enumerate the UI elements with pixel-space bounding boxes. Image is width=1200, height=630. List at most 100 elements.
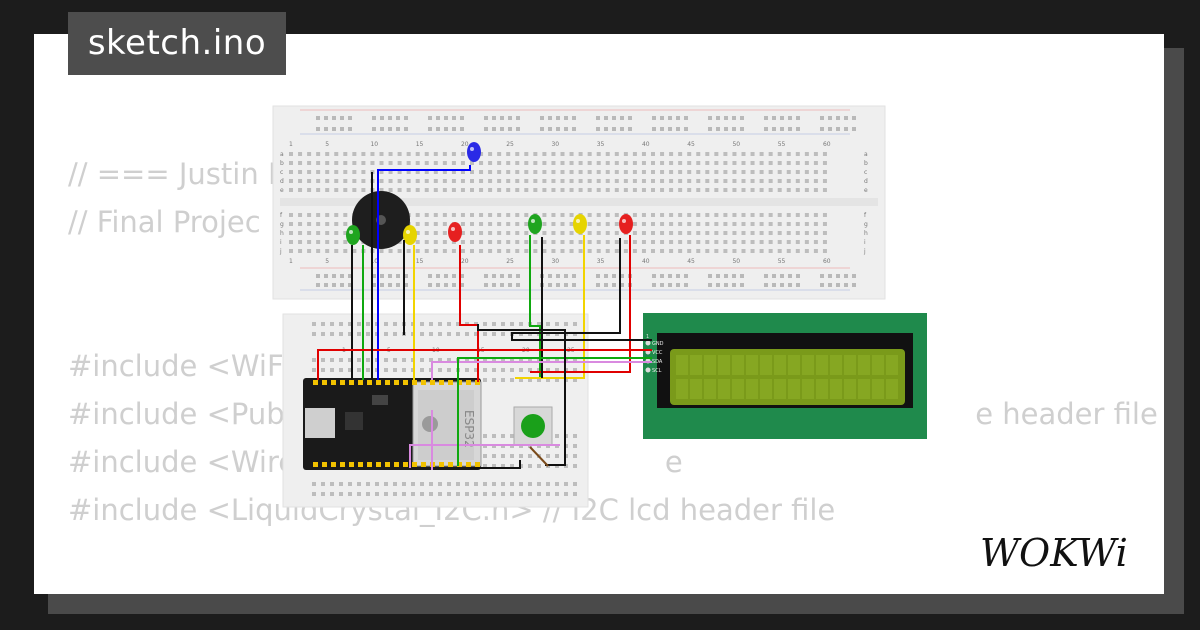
breadboard-hole [660,249,665,253]
breadboard-hole [380,274,384,278]
breadboard-hole [573,464,577,468]
breadboard-hole [560,170,565,174]
breadboard-hole [379,170,384,174]
breadboard-hole [822,152,827,156]
breadboard-hole [560,249,565,253]
wokwi-logo: WOKWi [980,531,1128,575]
breadboard-hole [340,116,344,120]
breadboard-hole [397,170,402,174]
logo-text: WOKWi [980,531,1128,575]
breadboard-hole [352,179,357,183]
breadboard-hole [501,358,505,362]
breadboard-hole [714,170,719,174]
esp32-pin [331,462,336,467]
breadboard-hole [651,231,655,235]
breadboard-hole [321,322,325,326]
breadboard-hole [307,222,312,226]
breadboard-hole [519,492,523,496]
breadboard-hole [316,127,320,131]
breadboard-hole [479,179,484,183]
breadboard-hole [533,240,538,244]
breadboard-hole [676,274,680,278]
breadboard-hole [705,222,710,226]
breadboard-hole [822,249,827,253]
breadboard-hole [813,179,818,183]
esp32-pin [412,380,417,385]
breadboard-hole [420,492,424,496]
breadboard-hole [652,283,656,287]
esp32-pin [322,380,327,385]
breadboard-hole [357,358,361,362]
breadboard-hole [388,283,392,287]
breadboard-hole [537,492,541,496]
esp32-board[interactable]: ESP32 [303,378,482,470]
breadboard-hole [708,283,712,287]
breadboard-hole [343,213,348,217]
breadboard-hole [451,179,456,183]
breadboard-hole [289,240,293,244]
breadboard-hole [316,170,321,174]
breadboard-hole [822,231,827,235]
breadboard-hole [510,358,514,362]
breadboard-hole [660,152,665,156]
breadboard-hole [348,322,352,326]
breadboard-hole [556,283,560,287]
breadboard-hole [678,188,683,192]
breadboard-hole [366,322,370,326]
breadboard-hole [334,188,339,192]
breadboard-hole [393,482,397,486]
lcd-char-cell [774,379,786,399]
esp32-pin [466,380,471,385]
row-letter: c [280,169,283,176]
breadboard-hole [470,213,474,217]
lcd-char-cell [690,355,702,375]
lcd-char-cell [676,379,688,399]
breadboard-hole [334,231,339,235]
breadboard-hole [501,322,505,326]
breadboard-hole [470,170,474,174]
breadboard-hole [551,152,556,156]
breadboard-hole [470,188,474,192]
lcd-char-cell [690,379,702,399]
breadboard-hole [357,368,361,372]
breadboard-hole [573,358,577,362]
esp32-pin [331,380,336,385]
breadboard-hole [546,322,550,326]
breadboard-hole [687,249,692,253]
breadboard-hole [684,127,688,131]
breadboard-hole [560,179,565,183]
breadboard-hole [623,161,628,165]
breadboard-hole [334,161,339,165]
breadboard-hole [678,240,683,244]
breadboard-hole [424,222,429,226]
breadboard-hole [652,116,656,120]
breadboard-hole [330,368,334,372]
breadboard-hole [393,322,397,326]
row-letter: e [280,187,284,194]
breadboard-hole [465,368,469,372]
breadboard-hole [678,222,683,226]
code-line: #include <WiFi [68,349,290,383]
breadboard-hole [516,116,520,120]
breadboard-hole [307,249,312,253]
breadboard-hole [515,170,520,174]
breadboard-hole [813,161,818,165]
breadboard-hole [632,161,637,165]
push-button[interactable] [513,406,553,446]
breadboard-hole [564,116,568,120]
breadboard-hole [786,231,791,235]
file-tab-title[interactable]: sketch.ino [68,12,286,75]
breadboard-hole [424,231,429,235]
breadboard-hole [777,240,782,244]
breadboard-hole [510,368,514,372]
breadboard-hole [587,170,592,174]
breadboard-hole [442,179,447,183]
breadboard-hole [460,231,465,235]
breadboard-hole [612,127,616,131]
breadboard-hole [447,332,451,336]
breadboard-hole [501,482,505,486]
breadboard-hole [312,358,316,362]
breadboard-hole [528,464,532,468]
breadboard-hole [750,179,755,183]
breadboard-hole [348,332,352,336]
